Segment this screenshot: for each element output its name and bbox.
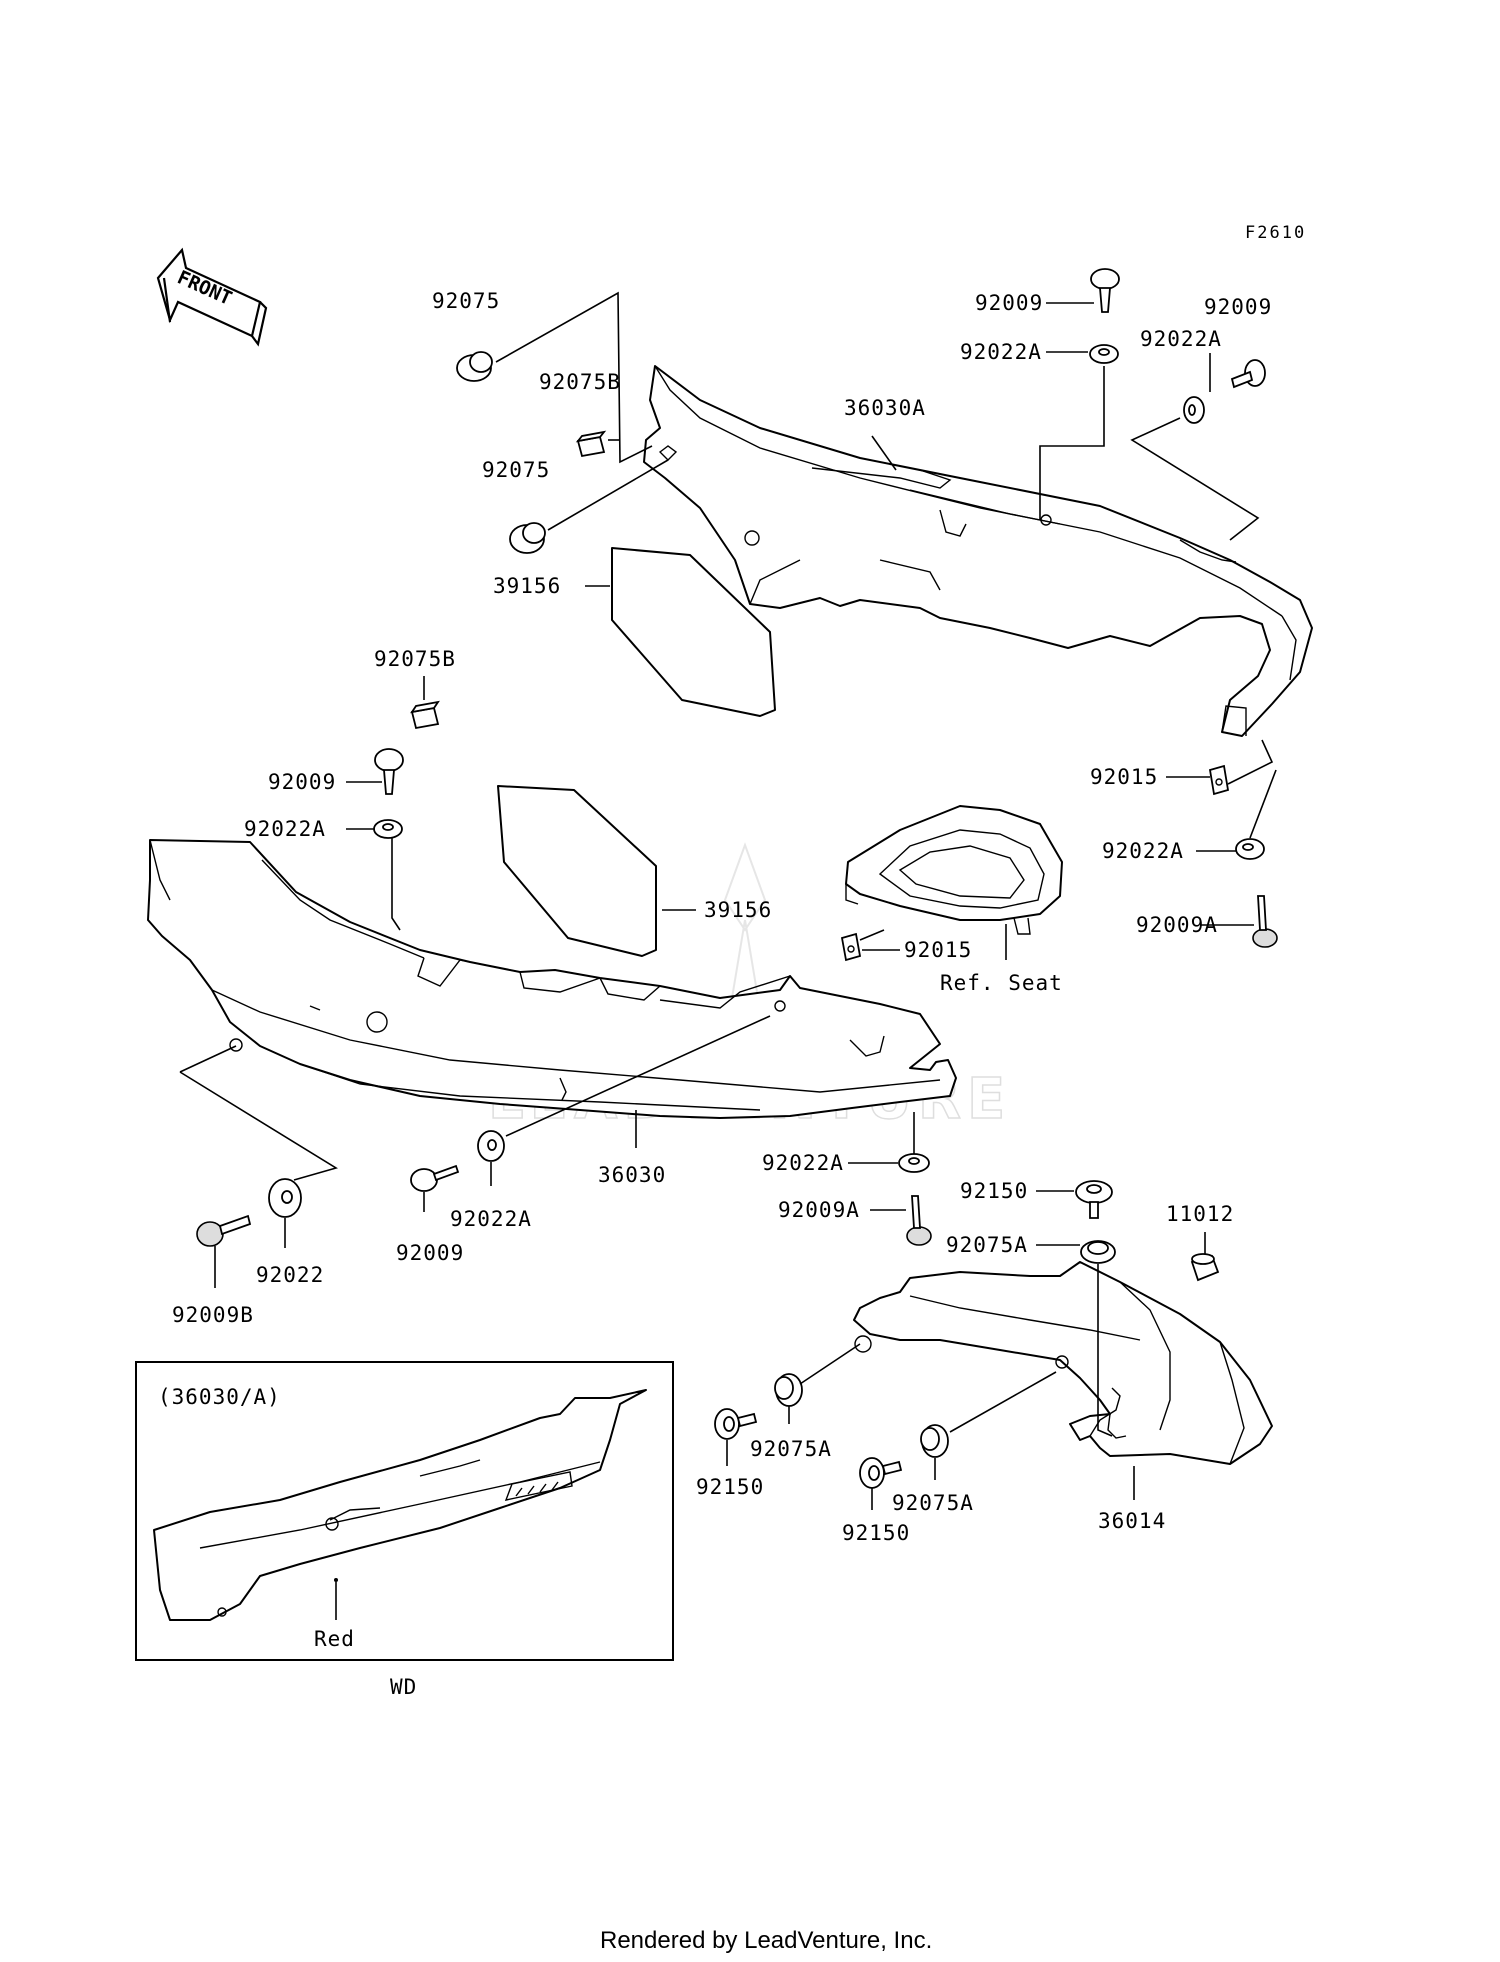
label-36030a: 36030A — [844, 396, 926, 420]
inset-title: (36030/A) — [158, 1385, 281, 1409]
clip-92015-right — [1208, 764, 1230, 796]
label-ref-seat: Ref. Seat — [940, 971, 1063, 995]
bolt-92009-top — [1090, 268, 1120, 313]
pad-92075b-top — [575, 430, 607, 458]
bolt-92009b — [196, 1214, 252, 1247]
label-92009-bl: 92009 — [396, 1241, 464, 1265]
clip-92015-mid — [840, 932, 862, 962]
label-92009b: 92009B — [172, 1303, 254, 1327]
label-92075b-left: 92075B — [374, 647, 456, 671]
washer-92022a-c1 — [898, 1153, 930, 1173]
label-92022: 92022 — [256, 1263, 324, 1287]
label-92075a-b: 92075A — [892, 1491, 974, 1515]
grommet-92075-top — [456, 351, 493, 382]
label-92075b-top: 92075B — [539, 370, 621, 394]
label-39156-mid: 39156 — [704, 898, 772, 922]
leader-lines — [179, 291, 1277, 1510]
label-92150-b: 92150 — [842, 1521, 910, 1545]
seal-39156-lower — [497, 785, 657, 957]
bolt-92009-right — [1230, 359, 1266, 389]
label-92009-right: 92009 — [1204, 295, 1272, 319]
screw-92150-b — [859, 1457, 903, 1489]
footer-credit: Rendered by LeadVenture, Inc. — [600, 1927, 932, 1954]
pad-92075b-left — [410, 700, 440, 730]
seal-39156-upper — [611, 547, 776, 717]
label-11012: 11012 — [1166, 1202, 1234, 1226]
label-92022a-bl: 92022A — [450, 1207, 532, 1231]
grommet-92075-mid — [509, 522, 546, 554]
bolt-92009a-c — [906, 1195, 932, 1246]
washer-92022a-top — [1089, 344, 1119, 364]
part-labels: 92075 92075B 36030A 92009 92022A 92009 9… — [172, 289, 1272, 1545]
label-92022a-right: 92022A — [1140, 327, 1222, 351]
washer-92022a-right — [1183, 396, 1205, 424]
inset-red-label: Red — [314, 1627, 355, 1651]
label-92075a-l: 92075A — [750, 1437, 832, 1461]
wd-label: WD — [390, 1675, 417, 1699]
grommet-92075a-b — [920, 1424, 949, 1458]
bolt-92009a-right — [1252, 895, 1278, 948]
screw-92150-l — [714, 1408, 758, 1440]
front-arrow-icon: FRONT — [156, 247, 268, 347]
label-92009a-c: 92009A — [778, 1198, 860, 1222]
washer-92022a-bl — [477, 1130, 505, 1162]
seat-ref-part — [845, 805, 1063, 935]
label-92075-mid: 92075 — [482, 458, 550, 482]
label-92150-l: 92150 — [696, 1475, 764, 1499]
side-cover-36030 — [147, 839, 957, 1119]
label-92009a-right: 92009A — [1136, 913, 1218, 937]
washer-92022 — [268, 1178, 302, 1218]
cover-36014 — [853, 1261, 1273, 1465]
label-92150-top: 92150 — [960, 1179, 1028, 1203]
washer-92022a-rlow — [1235, 838, 1265, 860]
side-cover-36030a — [643, 365, 1313, 737]
label-92022a-c1: 92022A — [762, 1151, 844, 1175]
label-92015-mid: 92015 — [904, 938, 972, 962]
label-92009-left: 92009 — [268, 770, 336, 794]
inset-36030-a: (36030/A) Red — [135, 1361, 674, 1661]
label-92075-top: 92075 — [432, 289, 500, 313]
diagram-code: F2610 — [1245, 223, 1306, 243]
label-39156-top: 39156 — [493, 574, 561, 598]
washer-92022a-left — [373, 819, 403, 839]
label-36030: 36030 — [598, 1163, 666, 1187]
grommet-92075a-l — [774, 1373, 803, 1407]
grommet-92075a-top — [1080, 1240, 1116, 1264]
label-36014: 36014 — [1098, 1509, 1166, 1533]
label-92022a-left: 92022A — [244, 817, 326, 841]
bolt-92009-left — [374, 748, 404, 795]
label-92009-top: 92009 — [975, 291, 1043, 315]
label-92022a-top: 92022A — [960, 340, 1042, 364]
bolt-92009-bl — [410, 1164, 460, 1192]
label-92022a-rlow: 92022A — [1102, 839, 1184, 863]
screw-92150-top — [1075, 1180, 1113, 1219]
cap-11012 — [1190, 1253, 1220, 1282]
label-92015-right: 92015 — [1090, 765, 1158, 789]
label-92075a-top: 92075A — [946, 1233, 1028, 1257]
